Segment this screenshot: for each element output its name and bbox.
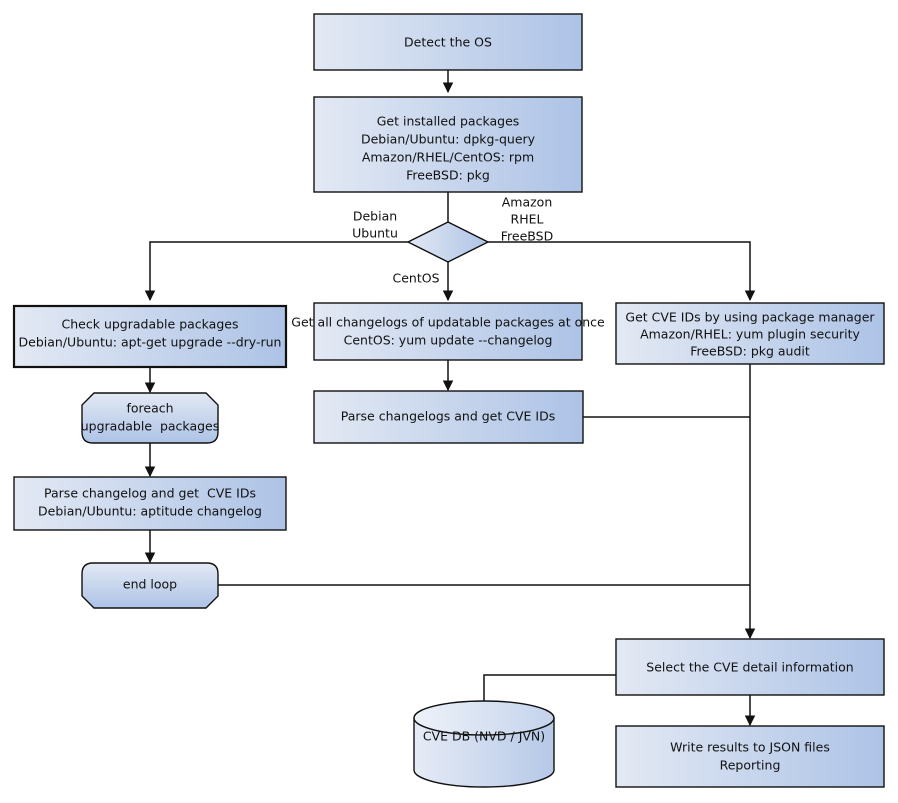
node-get-installed-packages-line-1: Debian/Ubuntu: dpkg-query <box>361 132 536 147</box>
node-foreach-loop-line-1: upgradable packages <box>81 419 220 434</box>
node-parse-changelog-single[interactable]: Parse changelog and get CVE IDs Debian/U… <box>13 476 287 531</box>
node-get-cve-ids-pkgmgr-line-0: Get CVE IDs by using package manager <box>625 310 875 325</box>
node-select-cve-detail[interactable]: Select the CVE detail information <box>615 638 885 696</box>
edge-decision-debian <box>144 241 408 302</box>
edge-label-amazon-rhel-freebsd-line-1: RHEL <box>511 212 544 227</box>
node-cve-db[interactable]: CVE DB (NVD / JVN) <box>413 700 555 788</box>
edge-cvedb-to-select <box>483 674 616 706</box>
edge-label-debian-ubuntu-line-0: Debian <box>353 209 397 224</box>
node-get-cve-ids-pkgmgr-line-1: Amazon/RHEL: yum plugin security <box>640 327 860 342</box>
node-check-upgradable[interactable]: Check upgradable packages Debian/Ubuntu:… <box>12 304 288 369</box>
node-select-cve-detail-line-0: Select the CVE detail information <box>646 660 853 675</box>
node-check-upgradable-line-1: Debian/Ubuntu: apt-get upgrade --dry-run <box>19 335 282 350</box>
edge-label-centos: CentOS <box>392 271 439 286</box>
edge-label-amazon-rhel-freebsd-line-0: Amazon <box>502 195 553 210</box>
node-end-loop-line-0: end loop <box>123 577 177 592</box>
node-check-upgradable-line-0: Check upgradable packages <box>62 317 239 332</box>
connectors <box>144 70 756 727</box>
node-parse-changelog-single-line-0: Parse changelog and get CVE IDs <box>44 486 256 501</box>
edge-decision-amazon <box>488 241 756 302</box>
node-get-all-changelogs[interactable]: Get all changelogs of updatable packages… <box>291 302 605 361</box>
node-end-loop[interactable]: end loop <box>81 562 219 609</box>
node-detect-os-line-0: Detect the OS <box>404 35 492 50</box>
edge-label-amazon-rhel-freebsd-line-2: FreeBSD <box>501 229 553 244</box>
edge-label-debian-ubuntu: Debian Ubuntu <box>352 209 398 241</box>
node-write-results-line-1: Reporting <box>720 758 781 773</box>
node-get-cve-ids-pkgmgr[interactable]: Get CVE IDs by using package manager Ama… <box>615 302 885 365</box>
edge-label-amazon-rhel-freebsd: Amazon RHEL FreeBSD <box>501 195 553 244</box>
node-get-installed-packages[interactable]: Get installed packages Debian/Ubuntu: dp… <box>313 96 583 193</box>
node-write-results[interactable]: Write results to JSON files Reporting <box>615 725 885 788</box>
node-os-decision[interactable] <box>406 221 490 263</box>
node-parse-changelog-single-line-1: Debian/Ubuntu: aptitude changelog <box>38 504 262 519</box>
node-parse-changelogs-multi[interactable]: Parse changelogs and get CVE IDs <box>313 390 584 444</box>
edge-label-debian-ubuntu-line-1: Ubuntu <box>352 226 398 241</box>
node-get-installed-packages-line-2: Amazon/RHEL/CentOS: rpm <box>362 150 534 165</box>
node-detect-os[interactable]: Detect the OS <box>313 13 583 71</box>
node-foreach-loop-line-0: foreach <box>126 401 173 416</box>
node-get-installed-packages-line-3: FreeBSD: pkg <box>406 168 490 183</box>
node-get-all-changelogs-line-1: CentOS: yum update --changelog <box>344 333 553 348</box>
node-get-cve-ids-pkgmgr-line-2: FreeBSD: pkg audit <box>690 344 810 359</box>
node-get-installed-packages-line-0: Get installed packages <box>377 114 520 129</box>
node-foreach-loop[interactable]: foreach upgradable packages <box>81 392 220 444</box>
node-write-results-line-0: Write results to JSON files <box>670 740 830 755</box>
node-cve-db-line-0: CVE DB (NVD / JVN) <box>423 729 545 744</box>
node-get-all-changelogs-line-0: Get all changelogs of updatable packages… <box>291 315 605 330</box>
node-parse-changelogs-multi-line-0: Parse changelogs and get CVE IDs <box>341 409 555 424</box>
